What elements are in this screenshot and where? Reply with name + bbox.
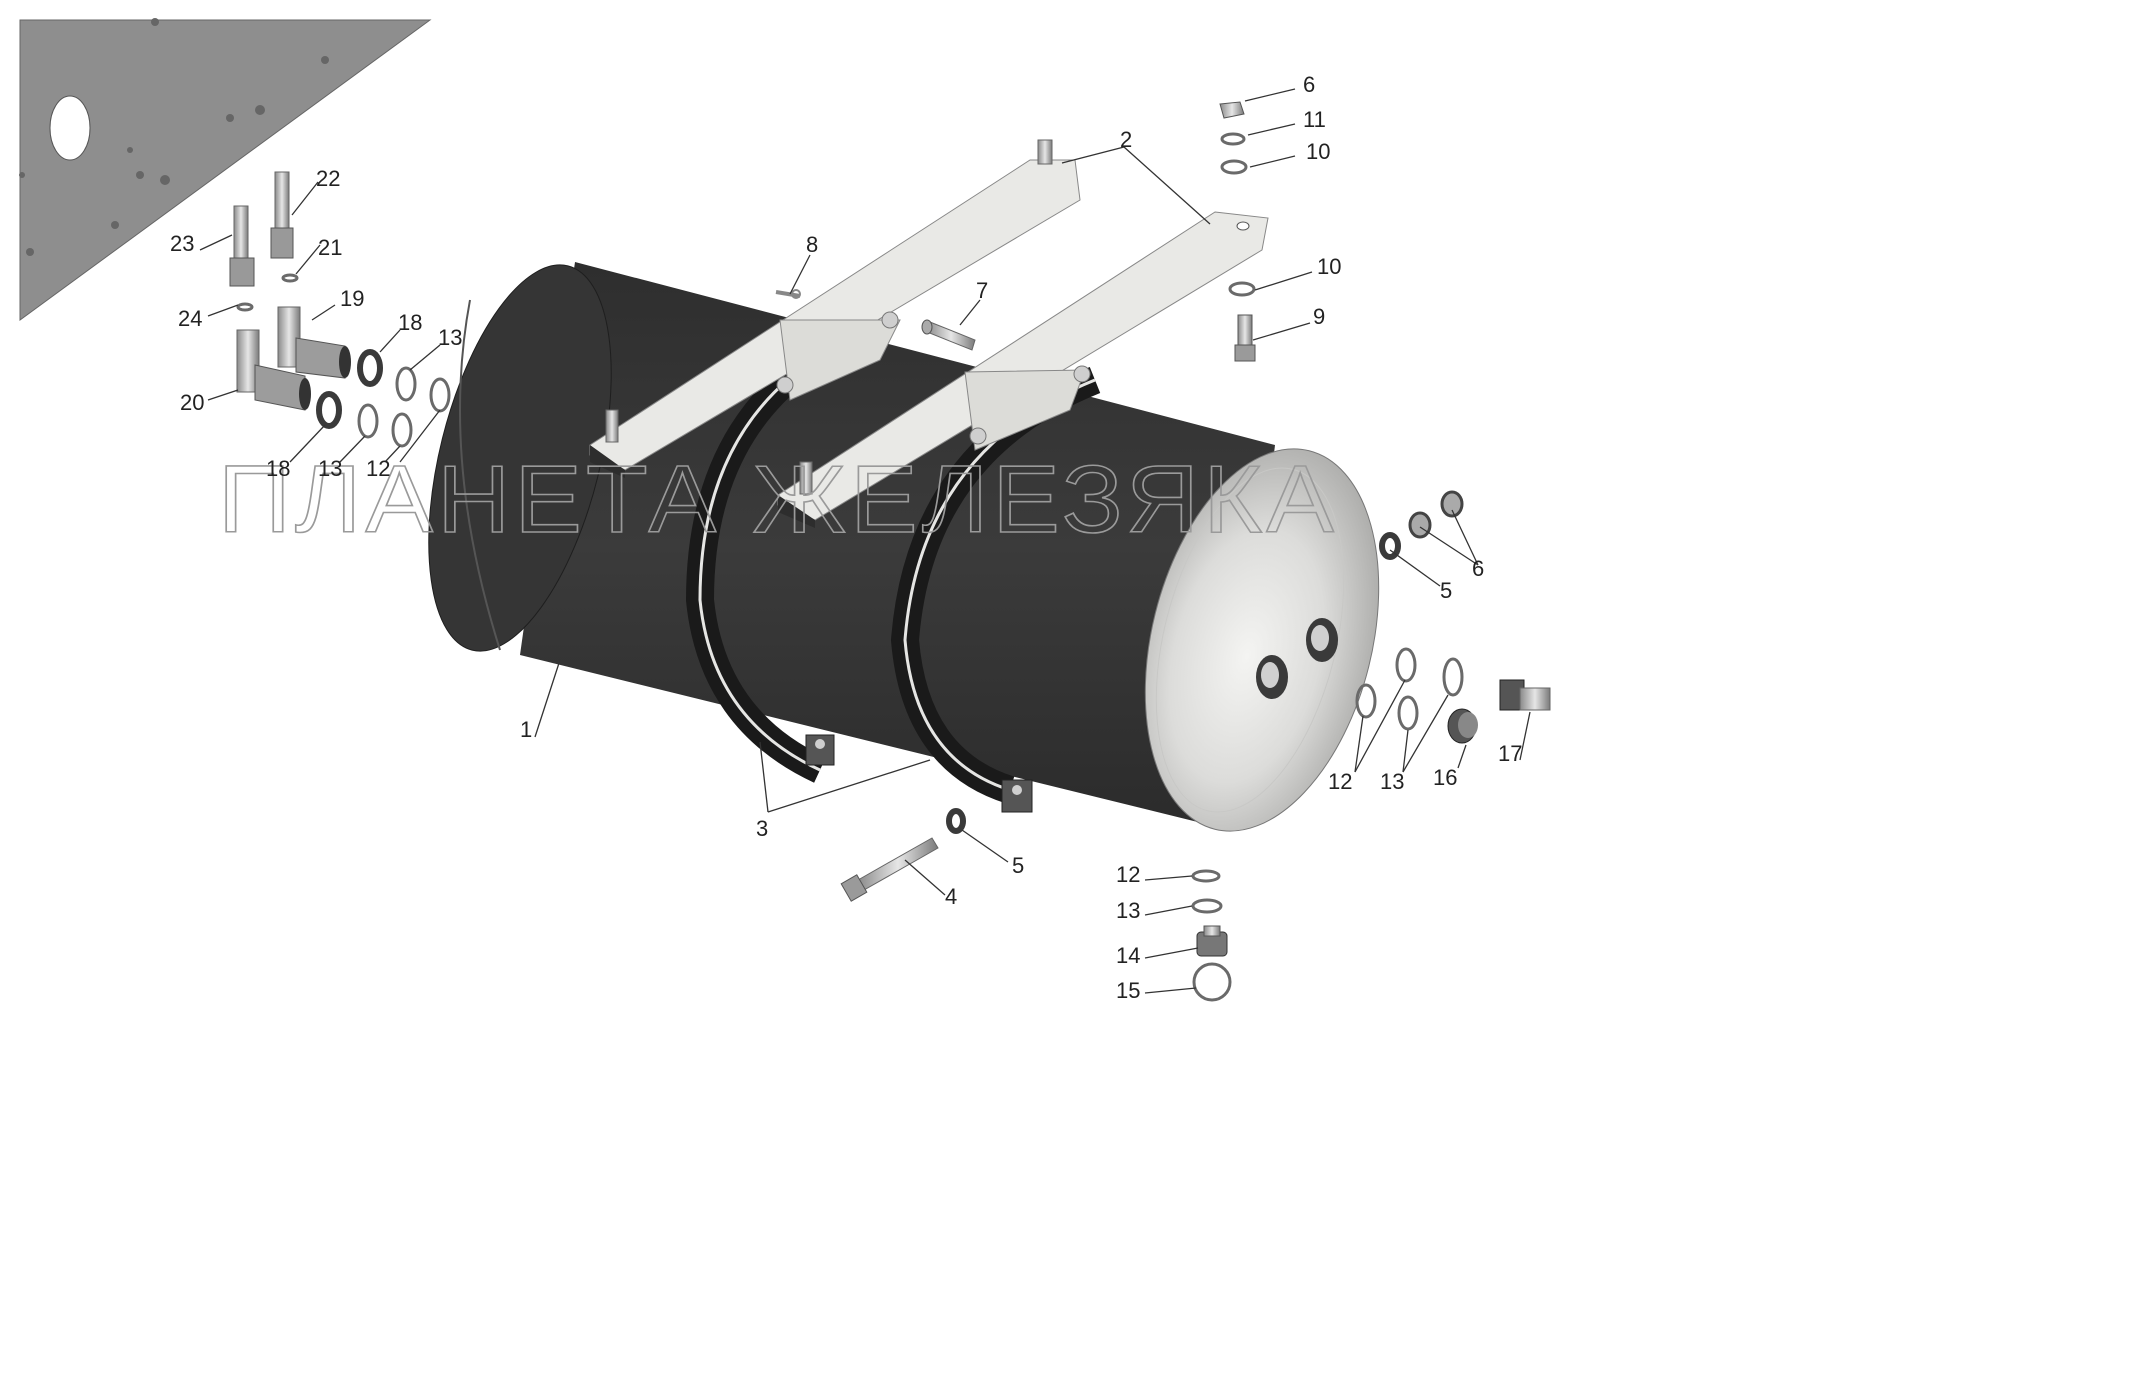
bracket [589, 139, 1269, 528]
callout-5: 5 [1012, 853, 1024, 878]
drain-valve [1191, 869, 1232, 1002]
sealing-ring [1355, 647, 1464, 731]
callout-13: 13 [1380, 769, 1404, 794]
callout-5: 5 [1440, 578, 1452, 603]
callout-14: 14 [1116, 943, 1140, 968]
callout-10: 10 [1306, 139, 1330, 164]
callout-19: 19 [340, 286, 364, 311]
callout-6: 6 [1303, 72, 1315, 97]
callout-17: 17 [1498, 741, 1522, 766]
callout-24: 24 [178, 306, 202, 331]
callout-9: 9 [1313, 304, 1325, 329]
callout-20: 20 [180, 390, 204, 415]
callout-18: 18 [266, 456, 290, 481]
angle-fitting-a [277, 306, 351, 379]
callout-8: 8 [806, 232, 818, 257]
callout-13: 13 [1116, 898, 1140, 923]
callout-6: 6 [1472, 556, 1484, 581]
callout-13: 13 [318, 456, 342, 481]
nut [1219, 101, 1245, 119]
callout-22: 22 [316, 166, 340, 191]
gasket-left [357, 366, 451, 448]
callout-12: 12 [366, 456, 390, 481]
exploded-assembly-diagram: ПЛАНЕТА ЖЕЛЕЗЯКА [19, 18, 1551, 1003]
connector-b [229, 205, 255, 287]
cotter-pin [775, 289, 801, 299]
callout-7: 7 [976, 278, 988, 303]
connector-a [270, 171, 294, 259]
callout-12: 12 [1328, 769, 1352, 794]
bolt-long [840, 837, 939, 902]
pin [921, 319, 976, 351]
callouts: 6 11 10 2 10 9 7 8 5 6 1 3 4 5 12 13 14 … [170, 72, 1522, 1003]
callout-23: 23 [170, 231, 194, 256]
spring-washer [1220, 132, 1246, 146]
callout-1: 1 [520, 717, 532, 742]
callout-15: 15 [1116, 978, 1140, 1003]
leader-lines [199, 88, 1531, 994]
bolt [1234, 314, 1256, 362]
nut-fitting [316, 349, 383, 429]
callout-16: 16 [1433, 765, 1457, 790]
callout-10: 10 [1317, 254, 1341, 279]
callout-13: 13 [438, 325, 462, 350]
fitting [1499, 679, 1551, 711]
callout-2: 2 [1120, 127, 1132, 152]
o-ring-small [236, 273, 299, 312]
callout-3: 3 [756, 816, 768, 841]
callout-21: 21 [318, 235, 342, 260]
watermark: ПЛАНЕТА ЖЕЛЕЗЯКА [218, 446, 1338, 553]
callout-12: 12 [1116, 862, 1140, 887]
callout-4: 4 [945, 884, 957, 909]
callout-18: 18 [398, 310, 422, 335]
callout-11: 11 [1303, 107, 1326, 132]
frame-plate [19, 18, 432, 321]
plug [1447, 708, 1478, 744]
flat-washer [1220, 159, 1256, 297]
washer [946, 532, 1401, 834]
angle-fitting-b [236, 329, 311, 411]
